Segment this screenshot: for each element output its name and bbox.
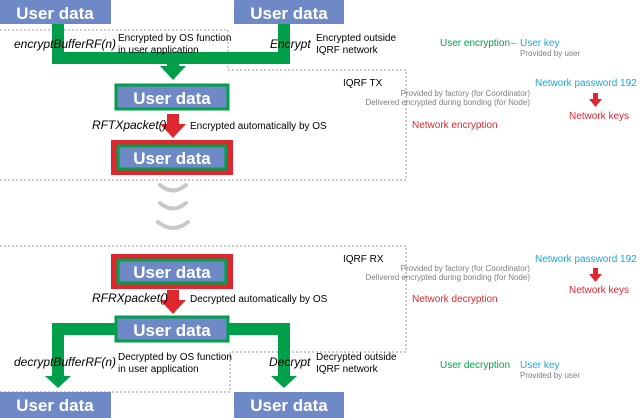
- note-decrypt-buffer-1: Decrypted by OS function: [118, 352, 232, 363]
- legend-network-encryption: Network encryption: [412, 120, 498, 131]
- user-data-label: User data: [250, 396, 328, 415]
- legend-provided-factory: Provided by factory (for Coordinator): [401, 89, 531, 98]
- legend-network-keys-arrow: [589, 93, 602, 107]
- note-decrypt-buffer-2: in user application: [118, 364, 199, 375]
- legend-rx-network-password: Network password 192 bit: [535, 254, 640, 265]
- iqrf-tx-label: IQRF TX: [343, 78, 383, 89]
- note-decrypt-1: Decrypted outside: [316, 352, 397, 363]
- user-data-box-tx-external: [234, 0, 344, 24]
- rx-region-border: [0, 245, 407, 393]
- legend-user-key: User key: [520, 38, 559, 49]
- fn-encrypt-buffer-rf: encryptBufferRF(n): [14, 37, 116, 51]
- fn-rfrx-packet: RFRXpacket(): [92, 291, 168, 305]
- legend-user-decryption: User decryption: [440, 360, 510, 371]
- tx-region-border: [0, 29, 407, 181]
- user-data-box-rx-app: [0, 392, 111, 418]
- legend-rx-delivered-bonding: Delivered encrypted during bonding (for …: [365, 273, 530, 282]
- legend-network-keys: Network keys: [569, 111, 629, 122]
- legend-rx-provided-by-user: Provided by user: [520, 371, 580, 380]
- legend-rx-network-keys: Network keys: [569, 285, 629, 296]
- user-data-label: User data: [16, 4, 94, 23]
- fn-rftx-packet: RFTXpacket(): [92, 118, 167, 132]
- tx-network-encrypt-arrow: [160, 114, 186, 138]
- legend-network-password: Network password 192 bit: [535, 78, 640, 89]
- user-data-label: User data: [133, 149, 211, 168]
- user-data-box-rx-packet: [116, 258, 228, 285]
- note-encrypt-buffer-2: in user application: [118, 45, 199, 56]
- note-encrypt-buffer-1: Encrypted by OS function: [118, 33, 231, 44]
- tx-green-flow: [52, 22, 290, 80]
- user-data-box-rx-external: [234, 392, 344, 418]
- user-data-box-tx-app: [0, 0, 111, 24]
- note-encrypt-2: IQRF network: [316, 45, 379, 56]
- user-data-label: User data: [133, 263, 211, 282]
- note-rx-packet: Decrypted automatically by OS: [190, 294, 328, 305]
- fn-decrypt: Decrypt: [269, 355, 311, 369]
- note-tx-packet: Encrypted automatically by OS: [190, 121, 327, 132]
- user-data-label: User data: [250, 4, 328, 23]
- user-data-box-rx-user-encrypted: [114, 315, 230, 343]
- legend-user-encryption: User encryption: [440, 38, 510, 49]
- fn-encrypt: Encrypt: [270, 37, 311, 51]
- legend-network-decryption: Network decryption: [412, 294, 498, 305]
- legend-rx-network-keys-arrow: [589, 268, 602, 282]
- rx-network-decrypt-arrow: [160, 290, 186, 314]
- user-data-box-tx-user-encrypted: [114, 83, 230, 111]
- user-data-label: User data: [133, 321, 211, 340]
- legend-delivered-bonding: Delivered encrypted during bonding (for …: [365, 98, 530, 107]
- iqrf-rx-label: IQRF RX: [343, 254, 384, 265]
- legend-dash: –: [511, 38, 517, 49]
- legend-provided-by-user: Provided by user: [520, 49, 580, 58]
- user-data-label: User data: [133, 89, 211, 108]
- note-encrypt-1: Encrypted outside: [316, 33, 396, 44]
- note-decrypt-2: IQRF network: [316, 364, 379, 375]
- legend-rx-user-key: User key: [520, 360, 559, 371]
- user-data-box-tx-packet: [116, 144, 228, 171]
- legend-rx-provided-factory: Provided by factory (for Coordinator): [401, 264, 531, 273]
- rx-green-flow: [45, 323, 297, 388]
- fn-decrypt-buffer-rf: decryptBufferRF(n): [14, 355, 116, 369]
- rf-transmission-icon: [156, 183, 190, 230]
- user-data-label: User data: [16, 396, 94, 415]
